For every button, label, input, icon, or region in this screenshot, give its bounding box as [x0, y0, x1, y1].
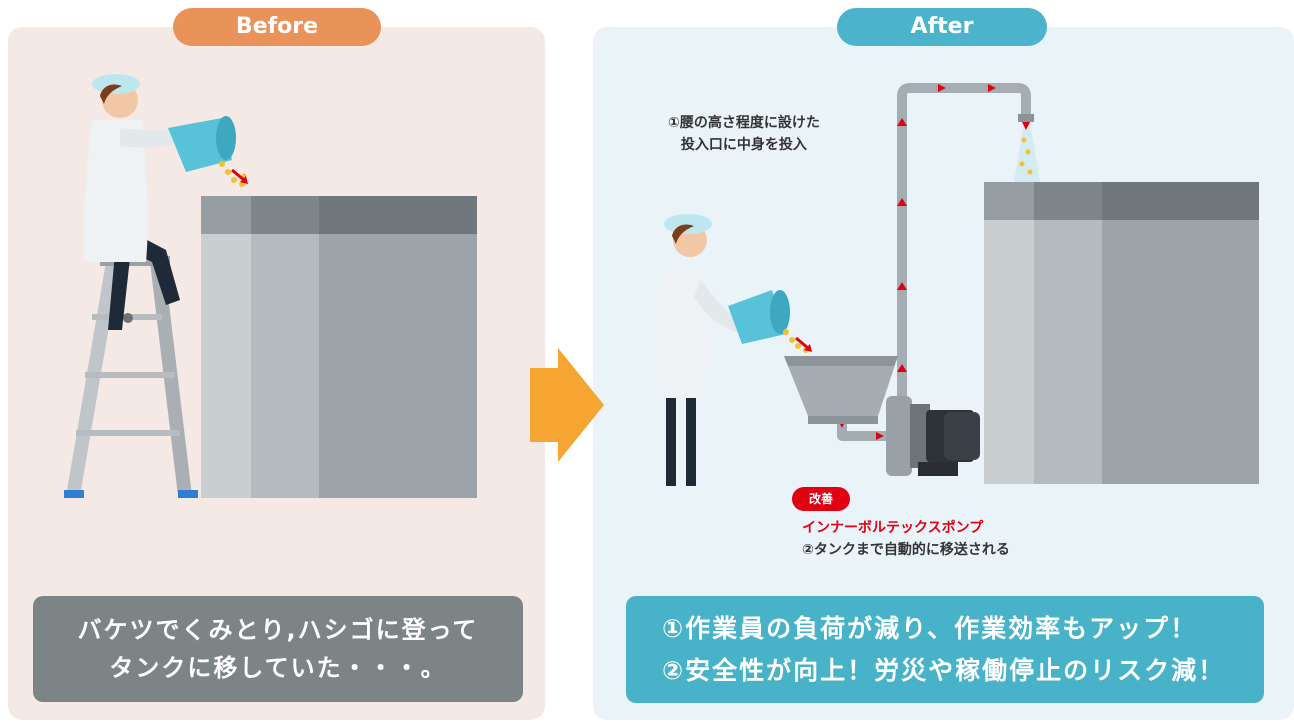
- before-tank: [201, 196, 477, 498]
- step1-caption: ①腰の高さ程度に設けた 投入口に中身を投入: [668, 112, 820, 156]
- pump-caption: インナーボルテックスポンプ ②タンクまで自動的に移送される: [802, 517, 1010, 561]
- worker-after: [656, 214, 790, 486]
- before-summary-line1: バケツでくみとり,ハシゴに登って: [77, 616, 479, 644]
- step2-text: ②タンクまで自動的に移送される: [802, 542, 1010, 558]
- ladder: [64, 256, 198, 498]
- pump-name: インナーボルテックスポンプ: [802, 520, 984, 536]
- before-label: Before: [173, 8, 381, 46]
- transition-arrow: [530, 348, 604, 462]
- pouring-beads-before: [219, 161, 248, 187]
- before-summary-box: バケツでくみとり,ハシゴに登って タンクに移していた・・・。: [33, 596, 523, 702]
- worker-before: [83, 74, 236, 330]
- after-label: After: [837, 8, 1047, 46]
- after-tank: [984, 182, 1259, 484]
- hopper: [784, 356, 898, 424]
- improvement-badge: 改善: [792, 487, 850, 511]
- step1-line1: ①腰の高さ程度に設けた: [668, 115, 820, 131]
- discharge-nozzle: [1014, 114, 1040, 182]
- after-summary-box: ①作業員の負荷が減り、作業効率もアップ！ ②安全性が向上！労災や稼働停止のリスク…: [626, 596, 1264, 703]
- step1-line2: 投入口に中身を投入: [680, 137, 807, 153]
- before-summary-line2: タンクに移していた・・・。: [109, 654, 447, 682]
- inner-vortex-pump: [886, 396, 980, 476]
- after-summary-line1: ①作業員の負荷が減り、作業効率もアップ！: [662, 613, 1198, 643]
- pouring-beads-after: [783, 329, 812, 353]
- after-summary-line2: ②安全性が向上！労災や稼働停止のリスク減！: [662, 655, 1226, 685]
